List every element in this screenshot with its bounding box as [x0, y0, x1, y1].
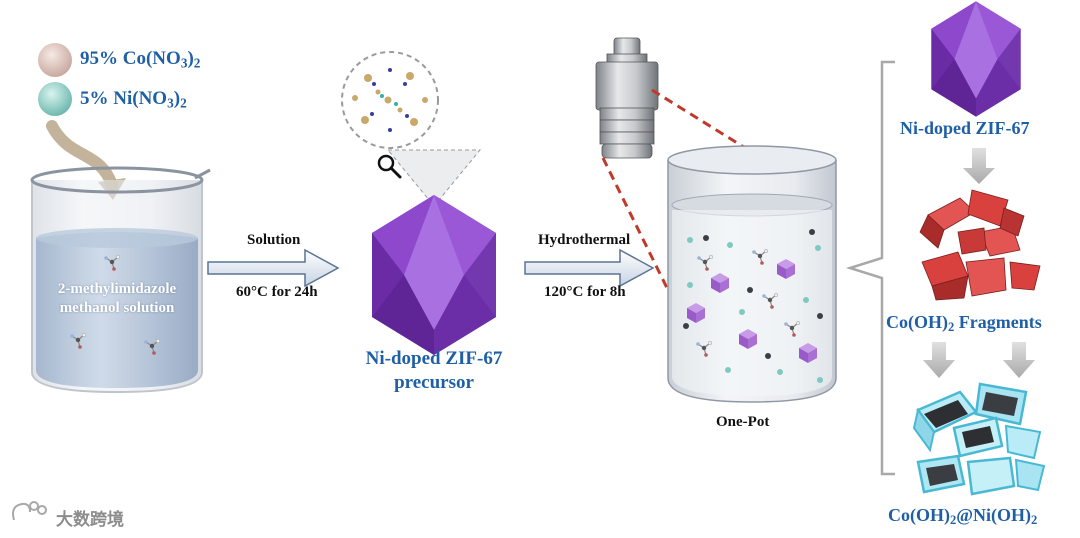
step2-bottom-label: 120°C for 8h — [544, 284, 626, 301]
cobalt-nitrate-label: 95% Co(NO3)2 — [80, 48, 200, 70]
down-arrow-1 — [963, 148, 995, 184]
ni-doped-zif67-precursor — [372, 195, 496, 355]
crystal-structure-magnifier — [342, 52, 480, 206]
beaker — [32, 168, 210, 392]
autoclave — [596, 38, 658, 158]
beaker-label-line1: 2-methylimidazole — [32, 281, 202, 298]
precursor-label-line2: precursor — [354, 372, 514, 394]
nickel-nitrate-label: 5% Ni(NO3)2 — [80, 88, 187, 110]
pouring-arrow — [52, 126, 112, 185]
co-oh2-fragments — [920, 190, 1040, 300]
ni-doped-zif67-crystal — [931, 1, 1020, 116]
one-pot-vessel — [668, 146, 836, 402]
result-bracket — [850, 62, 895, 474]
step1-top-label: Solution — [247, 232, 300, 249]
precursor-label-line1: Ni-doped ZIF-67 — [354, 348, 514, 370]
co-oh2-ni-oh2-core-shell — [914, 384, 1044, 494]
down-arrow-3 — [1003, 342, 1035, 378]
step2-top-label: Hydrothermal — [538, 232, 630, 249]
watermark-text: 大数跨境 — [56, 505, 124, 530]
nickel-nitrate-sphere — [38, 82, 72, 116]
ni-doped-zif67-label: Ni-doped ZIF-67 — [900, 118, 1030, 139]
step1-bottom-label: 60°C for 24h — [236, 284, 318, 301]
watermark-logo-icon — [13, 502, 46, 520]
co-oh2-fragments-label: Co(OH)2 Fragments — [886, 312, 1042, 333]
down-arrow-2 — [923, 342, 955, 378]
core-shell-label: Co(OH)2@Ni(OH)2 — [888, 505, 1037, 526]
cobalt-nitrate-sphere — [38, 43, 72, 77]
beaker-label-line2: methanol solution — [32, 300, 202, 317]
solution-arrow — [208, 250, 338, 286]
one-pot-label: One-Pot — [716, 414, 769, 431]
hydrothermal-arrow — [525, 250, 653, 286]
